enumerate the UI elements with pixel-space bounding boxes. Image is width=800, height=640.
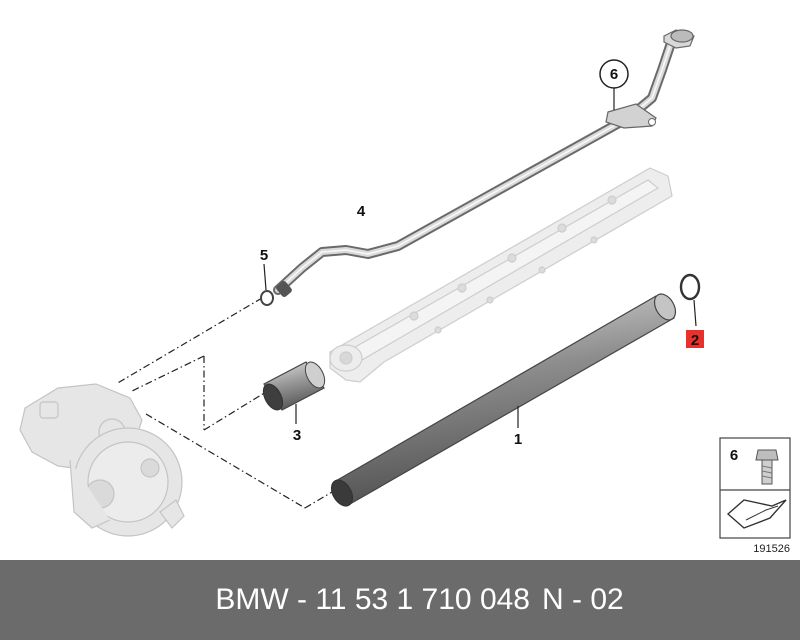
reference-number: 191526 [753, 543, 790, 555]
arrow-symbol-icon [726, 499, 787, 529]
water-pump-ghost [19, 383, 185, 537]
part-number-label: BMW - 11 53 1 710 048 [215, 583, 530, 616]
position-label: N - 02 [542, 583, 624, 616]
seal-ring-part-2 [679, 273, 704, 348]
callout-6: 6 [610, 66, 618, 83]
callout-3: 3 [293, 427, 301, 444]
callout-1: 1 [514, 431, 522, 448]
legend-item-number: 6 [730, 447, 738, 464]
callout-4: 4 [357, 203, 366, 220]
manifold-ghost [329, 167, 673, 383]
callout-6-circle [599, 59, 629, 89]
o-ring-part-5 [260, 263, 274, 306]
bolt-icon [755, 449, 779, 485]
footer-bar: BMW - 11 53 1 710 048 N - 02 [0, 560, 800, 640]
bracket-part-6 [605, 86, 657, 129]
sleeve-part-3 [262, 361, 326, 424]
highlight-marker [686, 330, 704, 348]
tube-part-1 [330, 293, 677, 507]
legend-box: 6 [719, 437, 791, 539]
assembly-lines [115, 297, 333, 509]
parts-diagram: 1 2 3 4 5 6 6 191526 [19, 29, 791, 555]
callout-5: 5 [260, 247, 268, 264]
pipe-part-4 [273, 29, 695, 297]
callout-2: 2 [691, 332, 699, 349]
